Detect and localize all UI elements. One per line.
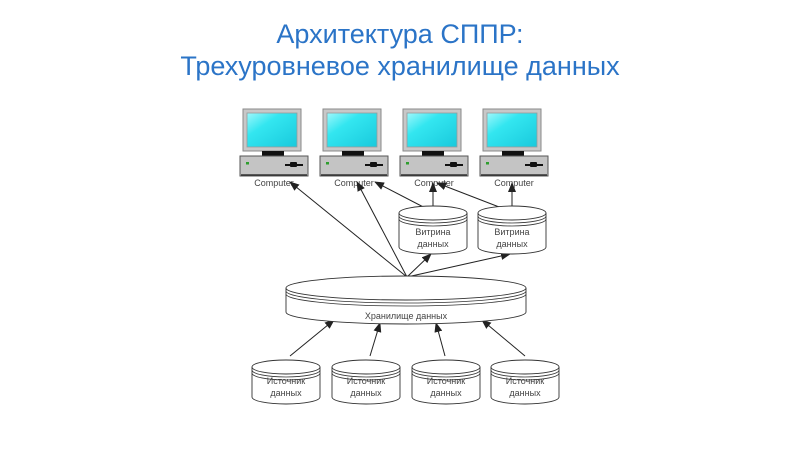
arrow-warehouse-to-mart-1	[406, 253, 432, 278]
data-marts-row: Витрина данных Витрина данных	[398, 205, 547, 255]
data-warehouse: Хранилище данных	[285, 275, 527, 325]
data-mart: Витрина данных	[398, 205, 468, 255]
data-source: Источник данных	[251, 359, 321, 405]
data-source: Источник данных	[411, 359, 481, 405]
arrow-source-2-to-warehouse	[369, 322, 382, 357]
data-mart-label-line-2: данных	[496, 239, 528, 249]
title-line-1: Архитектура СППР:	[276, 19, 524, 49]
arrow-warehouse-to-computer-1	[289, 181, 408, 278]
arrow-warehouse-to-mart-2	[406, 252, 511, 278]
computer-node: Computer	[239, 108, 309, 188]
data-source-label-line-2: данных	[350, 388, 382, 398]
computer-node: Computer	[399, 108, 469, 188]
database-cylinder-icon	[285, 275, 527, 325]
computers-row: Computer Computer Computer Computer	[239, 108, 549, 188]
computer-label: Computer	[334, 178, 374, 188]
data-source-label-line-1: Источник	[347, 376, 385, 386]
data-source-label-line-1: Источник	[427, 376, 465, 386]
database-cylinder-icon	[477, 205, 547, 255]
computer-node: Computer	[479, 108, 549, 188]
database-cylinder-icon	[251, 359, 321, 405]
data-source-label-line-1: Источник	[506, 376, 544, 386]
data-source-label-line-2: данных	[270, 388, 302, 398]
computer-label: Computer	[414, 178, 454, 188]
data-source-label-line-2: данных	[430, 388, 462, 398]
computer-icon	[239, 108, 309, 177]
title-line-2: Трехуровневое хранилище данных	[180, 51, 620, 81]
arrow-warehouse-to-computer-2	[356, 181, 408, 278]
data-source: Источник данных	[331, 359, 401, 405]
data-mart-label-line-2: данных	[417, 239, 449, 249]
data-mart: Витрина данных	[477, 205, 547, 255]
arrow-source-4-to-warehouse	[481, 319, 526, 357]
arrow-source-1-to-warehouse	[289, 319, 335, 357]
computer-icon	[399, 108, 469, 177]
computer-label: Computer	[254, 178, 294, 188]
database-cylinder-icon	[490, 359, 560, 405]
warehouse-label: Хранилище данных	[365, 311, 448, 321]
database-cylinder-icon	[398, 205, 468, 255]
computer-icon	[479, 108, 549, 177]
database-cylinder-icon	[411, 359, 481, 405]
data-source: Источник данных	[490, 359, 560, 405]
data-source-label-line-1: Источник	[267, 376, 305, 386]
computer-label: Computer	[494, 178, 534, 188]
data-mart-label-line-1: Витрина	[494, 227, 529, 237]
data-sources-row: Источник данных Источник данных Источник данн…	[251, 359, 560, 405]
computer-icon	[319, 108, 389, 177]
database-cylinder-icon	[331, 359, 401, 405]
computer-node: Computer	[319, 108, 389, 188]
data-mart-label-line-1: Витрина	[415, 227, 450, 237]
data-source-label-line-2: данных	[509, 388, 541, 398]
arrow-source-3-to-warehouse	[434, 322, 446, 357]
slide-title: Архитектура СППР: Трехуровневое хранилищ…	[0, 18, 800, 82]
